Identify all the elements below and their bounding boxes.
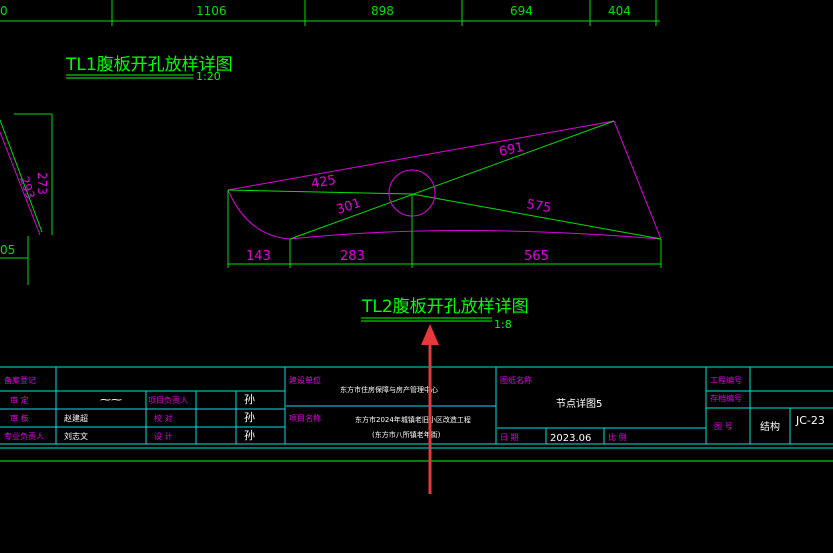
tb-sign-pm: 孙 (244, 393, 255, 406)
tb-name-review: 赵建超 (64, 413, 88, 423)
tb-drawing-no-value: JC-23 (795, 414, 825, 427)
tl1-title-group: TL1腹板开孔放样详图 1:20 (65, 55, 233, 83)
tb-project-value-1: 东方市2024年城镇老旧小区改造工程 (355, 415, 471, 424)
top-dimension-strip (0, 0, 660, 26)
tl2-title-group: TL2腹板开孔放样详图 1:8 (361, 297, 529, 331)
tb-drawing-no-label: 图 号 (714, 422, 733, 431)
tb-sign-check: 孙 (244, 411, 255, 424)
tb-scale-label: 比 例 (608, 432, 627, 442)
left-dim-c: 05 (0, 243, 15, 257)
tb-file-no-label: 存档编号 (710, 393, 742, 403)
tb-label-lead: 专业负责人 (4, 431, 44, 441)
tb-label-review: 审 核 (10, 413, 29, 423)
tl2-dim-425: 425 (310, 173, 337, 192)
tb-label-approve: 审 定 (10, 395, 29, 405)
tb-project-label: 项目名称 (289, 413, 321, 423)
red-annotation-arrow (421, 324, 439, 494)
tb-construction-label: 建设单位 (289, 375, 321, 385)
tl2-dim-565: 565 (524, 249, 549, 264)
left-partial-drawing (0, 113, 53, 285)
tl2-dim-691: 691 (498, 140, 525, 160)
tb-drawing-name-label: 图纸名称 (500, 375, 532, 385)
tb-discipline-value: 结构 (760, 420, 780, 433)
top-dim-0: 0 (0, 4, 8, 18)
title-block (0, 366, 833, 449)
tl2-web-plate (227, 120, 662, 268)
tb-project-value-2: (东方市八所镇老年街) (372, 430, 441, 439)
tb-sign-design: 孙 (244, 429, 255, 442)
tb-label-filing: 备案登记 (4, 375, 36, 385)
tb-drawing-name-value: 节点详图5 (556, 397, 602, 410)
tl2-dim-143: 143 (246, 249, 271, 264)
tb-name-lead: 刘志文 (64, 431, 88, 441)
tb-date-value: 2023.06 (550, 433, 591, 444)
tl2-scale: 1:8 (494, 318, 512, 331)
tl2-title: TL2腹板开孔放样详图 (361, 297, 529, 317)
tl2-dim-575: 575 (525, 197, 552, 216)
tb-project-no-label: 工程编号 (710, 375, 742, 385)
tb-signature-1: ⁓⁓ (100, 393, 122, 406)
top-dim-898: 898 (371, 4, 394, 18)
tb-construction-value: 东方市住房保障与房产管理中心 (340, 385, 438, 394)
top-dim-694: 694 (510, 4, 533, 18)
tb-role-design: 设 计 (154, 431, 173, 441)
tb-date-label: 日 期 (500, 433, 519, 442)
tb-role-check: 校 对 (154, 413, 173, 423)
top-dim-1106: 1106 (196, 4, 227, 18)
tl2-dim-301: 301 (335, 196, 363, 218)
left-dim-b: 273 (35, 172, 49, 195)
tb-role-pm: 项目负责人 (148, 395, 188, 405)
left-dim-a: 293 (17, 175, 37, 201)
tl2-dim-283: 283 (340, 249, 365, 264)
tl1-scale: 1:20 (196, 70, 221, 83)
tl1-title: TL1腹板开孔放样详图 (65, 55, 233, 75)
top-dim-404: 404 (608, 4, 631, 18)
